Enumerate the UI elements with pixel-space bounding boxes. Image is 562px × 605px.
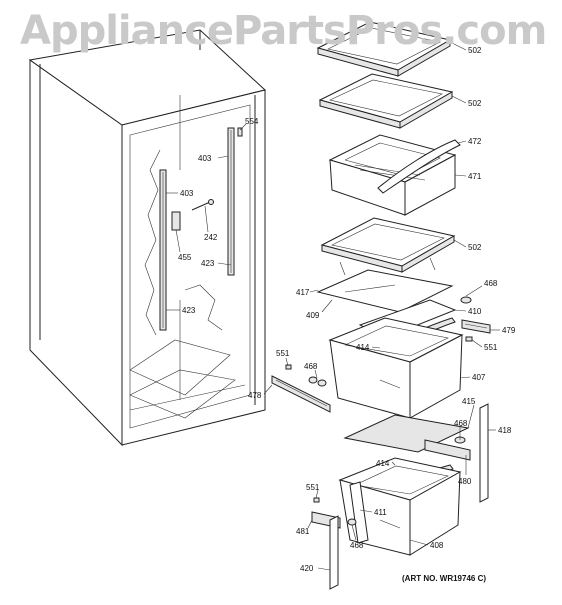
callout-408: 408: [430, 541, 444, 550]
slide-479: [461, 319, 491, 334]
callout-labels: 502 502 472 471 502 554 403 403 242 455 …: [178, 46, 516, 573]
screw-554: [237, 127, 243, 137]
shelf-502-top: [316, 21, 452, 77]
callout-423-left: 423: [182, 306, 196, 315]
callout-242: 242: [204, 233, 218, 242]
callout-472: 472: [468, 137, 482, 146]
glass-409: [316, 269, 454, 313]
screw-551-lower: [313, 497, 320, 503]
callout-471: 471: [468, 172, 482, 181]
callout-420: 420: [300, 564, 314, 573]
callout-409: 409: [306, 311, 320, 320]
callout-403-left: 403: [180, 189, 194, 198]
screw-551-right: [465, 336, 473, 342]
rail-418: [479, 403, 489, 503]
glide-468-lower: [347, 518, 357, 526]
callout-415: 415: [462, 397, 476, 406]
slide-478: [271, 375, 331, 413]
watermark-text: AppliancePartsPros.com: [20, 8, 547, 54]
callout-479: 479: [502, 326, 516, 335]
callout-403-right: 403: [198, 154, 212, 163]
callout-468-lower: 468: [350, 541, 364, 550]
callout-414-upper: 414: [356, 343, 370, 352]
pan-471: [328, 134, 457, 216]
callout-411: 411: [374, 508, 387, 517]
callout-480: 480: [458, 477, 472, 486]
callout-407: 407: [472, 373, 486, 382]
callout-423-right: 423: [201, 259, 215, 268]
callout-551-right: 551: [484, 343, 498, 352]
callout-478: 478: [248, 391, 262, 400]
shelf-502-third: [320, 217, 456, 276]
callout-554: 554: [245, 117, 259, 126]
shelf-rail-403-right: [227, 127, 235, 276]
glide-468-upper-right: [460, 296, 472, 304]
callout-455: 455: [178, 253, 192, 262]
art-number: (ART NO. WR19746 C): [402, 574, 487, 583]
callout-502-top: 502: [468, 46, 482, 55]
callout-551-left: 551: [276, 349, 290, 358]
shelf-502-second: [318, 73, 454, 129]
leader-lines: [166, 41, 500, 571]
rail-420: [329, 515, 339, 590]
part-455: [171, 211, 181, 231]
pan-cover-472: [377, 139, 461, 194]
callout-468-upper: 468: [484, 279, 498, 288]
pan-407: [328, 317, 464, 419]
callout-410: 410: [468, 307, 482, 316]
callout-502-second: 502: [468, 99, 482, 108]
callout-551-lower: 551: [306, 483, 320, 492]
callout-418: 418: [498, 426, 512, 435]
shelf-rail-403-left: [159, 169, 167, 331]
callout-481: 481: [296, 527, 310, 536]
callout-414-lower: 414: [376, 459, 390, 468]
screw-551-left-upper: [285, 364, 292, 370]
callout-468-middle: 468: [304, 362, 318, 371]
callout-502-third: 502: [468, 243, 482, 252]
slide-480: [424, 436, 471, 461]
glide-468-middle-left: [308, 376, 327, 387]
callout-468-right: 468: [454, 419, 468, 428]
part-242: [191, 199, 214, 211]
callout-417: 417: [296, 288, 310, 297]
